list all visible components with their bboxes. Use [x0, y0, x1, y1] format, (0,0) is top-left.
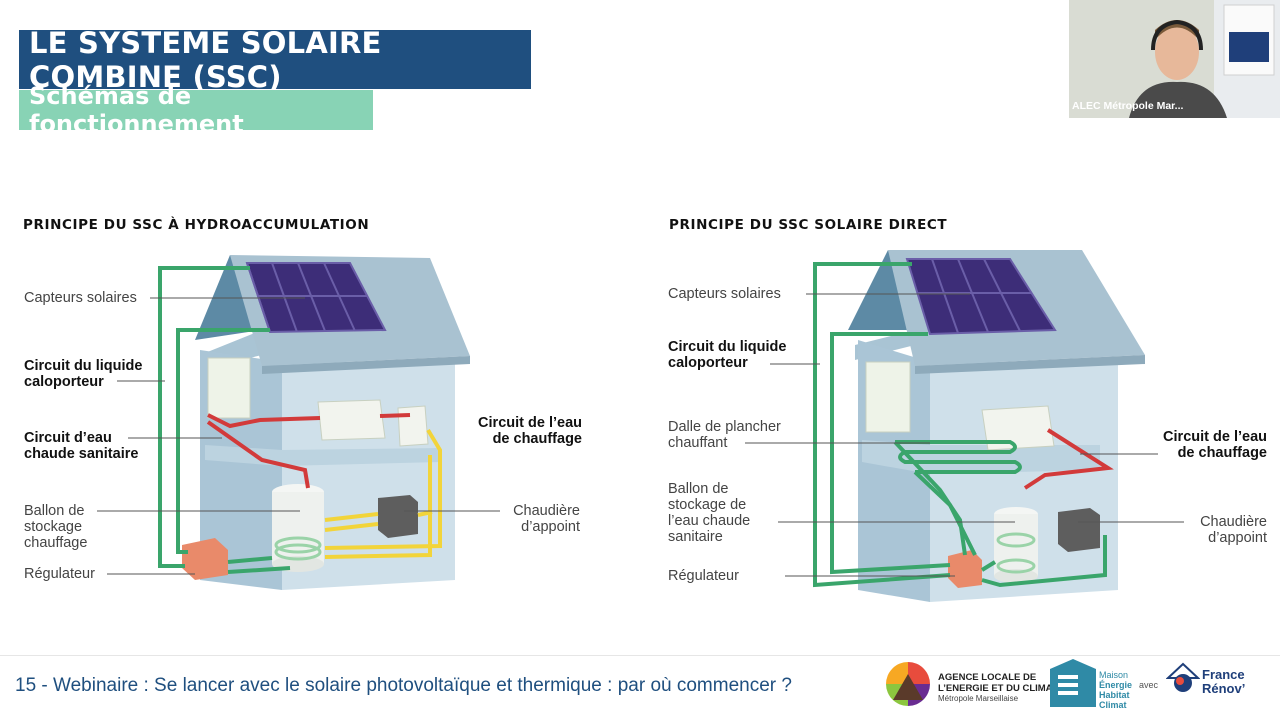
right-label-ballon: Ballon de stockage de l’eau chaude sanit… — [668, 481, 751, 545]
right-label-circuit-chauffage: Circuit de l’eau de chauffage — [1163, 429, 1267, 461]
france-renov-logo-icon — [1166, 662, 1200, 692]
right-label-chaudiere: Chaudière d’appoint — [1200, 514, 1267, 546]
france-renov-line-2: Rénov’ — [1202, 681, 1246, 696]
slide-title: LE SYSTEME SOLAIRE COMBINE (SSC) — [19, 26, 531, 94]
participant-name: ALEC Métropole Mar... — [1072, 100, 1184, 112]
right-label-dalle: Dalle de plancher chauffant — [668, 419, 781, 451]
participant-video[interactable] — [1069, 0, 1280, 118]
maison-logo-line-2: Énergie — [1099, 680, 1133, 690]
left-label-chaudiere: Chaudière d’appoint — [513, 503, 580, 535]
left-label-regulateur: Régulateur — [24, 566, 95, 582]
left-label-circuit-liquide: Circuit du liquide caloporteur — [24, 358, 143, 390]
footer-text: 15 - Webinaire : Se lancer avec le solai… — [15, 675, 792, 696]
alec-logo-icon — [886, 662, 930, 706]
left-diagram-title: PRINCIPE DU SSC À HYDROACCUMULATION — [23, 217, 370, 233]
left-label-ballon: Ballon de stockage chauffage — [24, 503, 88, 551]
left-label-circuit-chauffage: Circuit de l’eau de chauffage — [478, 415, 582, 447]
slide-subtitle: Schémas de fonctionnement — [19, 82, 373, 138]
participant-video-frame — [1069, 0, 1280, 118]
maison-logo-line-4: Climat — [1099, 700, 1127, 710]
left-house — [97, 255, 500, 590]
right-house — [745, 250, 1184, 602]
left-label-circuit-eau-sanitaire: Circuit d’eau chaude sanitaire — [24, 430, 139, 462]
france-renov-line-1: France — [1202, 667, 1245, 682]
france-renov-logo-text: France Rénov’ — [1202, 668, 1245, 696]
right-diagram-title: PRINCIPE DU SSC SOLAIRE DIRECT — [669, 217, 948, 233]
maison-logo-icon — [1050, 659, 1096, 707]
alec-logo-line-2: L’ENERGIE ET DU CLIMAT — [938, 683, 1058, 694]
alec-logo-line-1: AGENCE LOCALE DE — [938, 672, 1037, 683]
avec-text: avec — [1139, 680, 1159, 690]
right-label-circuit-liquide: Circuit du liquide caloporteur — [668, 339, 787, 371]
maison-logo-line-3: Habitat — [1099, 690, 1130, 700]
alec-logo-sub: Métropole Marseillaise — [938, 694, 1019, 703]
alec-logo-text: AGENCE LOCALE DE L’ENERGIE ET DU CLIMAT … — [938, 672, 1058, 703]
right-label-capteurs: Capteurs solaires — [668, 286, 781, 302]
footer-divider — [0, 655, 1280, 656]
maison-logo-line-1: Maison — [1099, 670, 1129, 680]
left-label-capteurs: Capteurs solaires — [24, 290, 137, 306]
maison-logo-text: Maison Énergie Habitat Climat — [1099, 670, 1132, 710]
right-label-regulateur: Régulateur — [668, 568, 739, 584]
